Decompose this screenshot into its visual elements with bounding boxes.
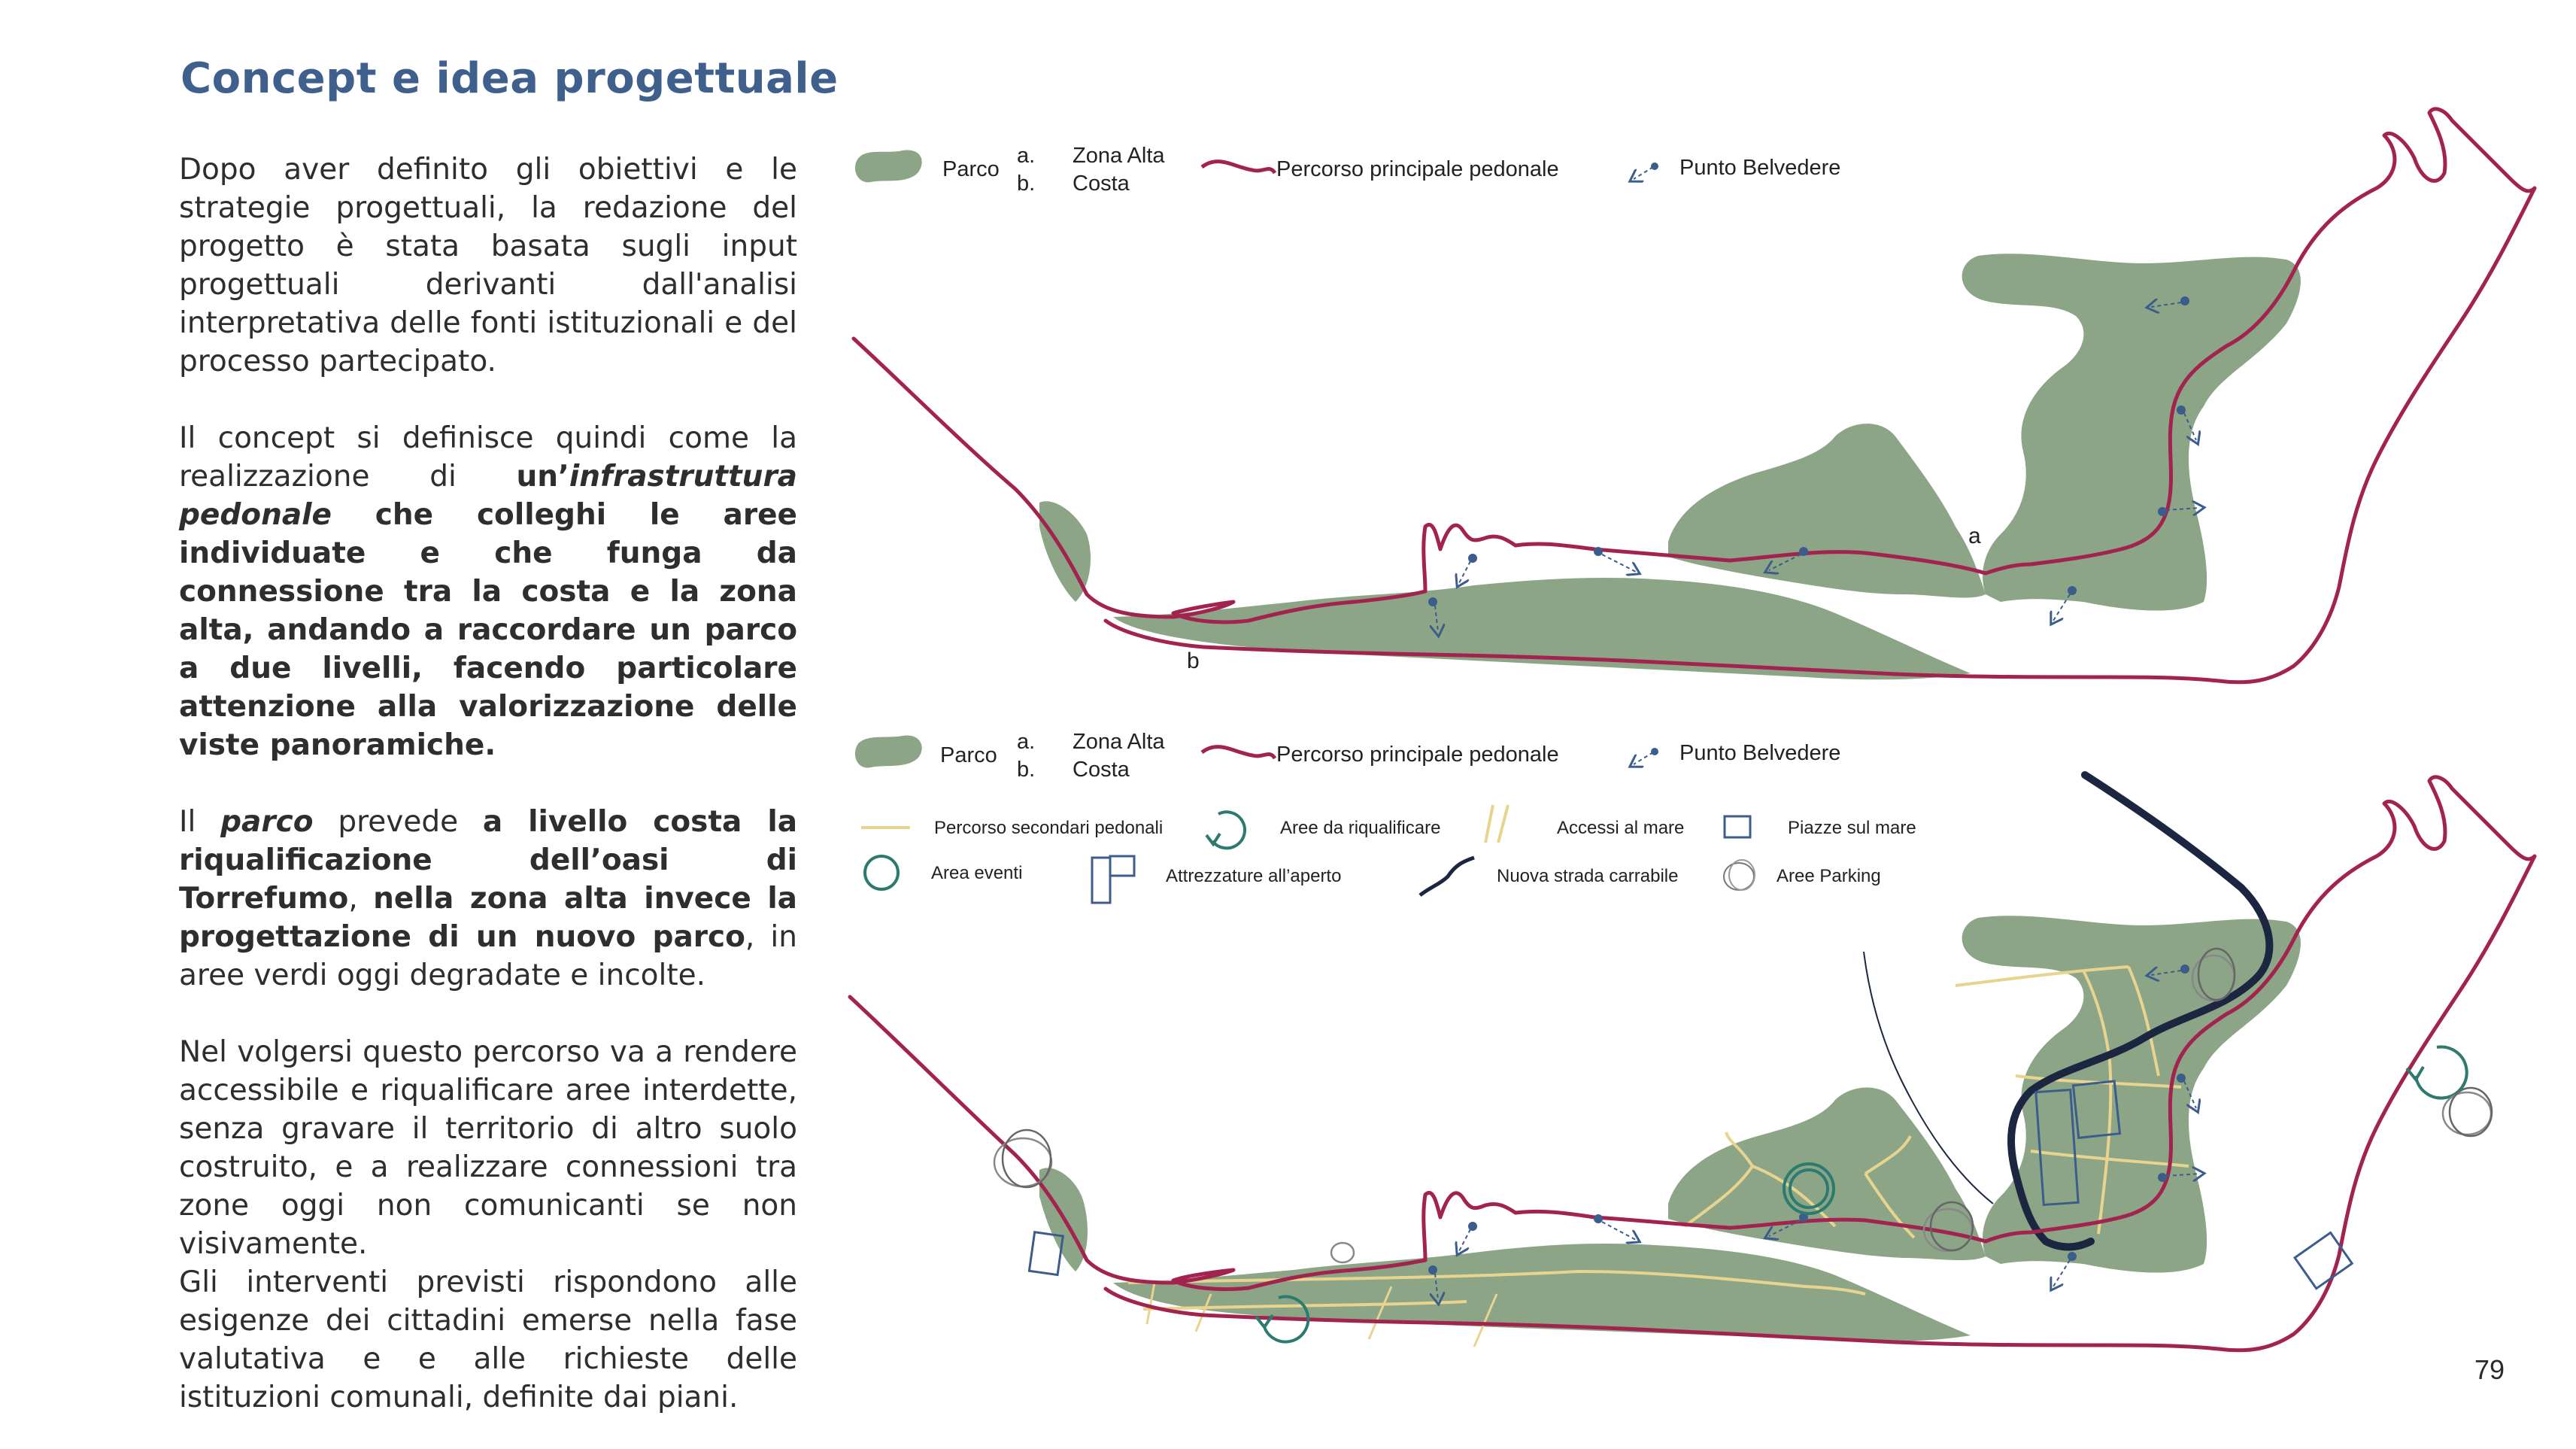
text-run-bold: un’infrastruttura pedonale che colleghi …: [179, 460, 797, 762]
legend-2: Parco a. b. Zona Alta Costa Percorso pri…: [854, 730, 1916, 904]
body-text: Dopo aver definito gli obiettivi e le st…: [179, 150, 797, 1417]
text-run: che colleghi le aree individuate e che f…: [179, 498, 797, 762]
legend-zona-alta-label: Zona Alta: [1073, 730, 1165, 754]
legend-park-swatch: [854, 150, 922, 183]
park-area-alta-east: [1962, 254, 2301, 611]
belvedere-icon: [1428, 597, 1438, 632]
belvedere-icon: [2158, 1173, 2200, 1182]
park-area-coast: [1113, 1244, 1971, 1342]
belvedere-icon: [2177, 1074, 2196, 1108]
text-run-bold-italic: infrastruttura pedonale: [179, 460, 797, 532]
belvedere-markers: [1428, 296, 2200, 632]
legend-strada-label: Nuova strada carrabile: [1497, 866, 1678, 886]
legend-path-swatch: [1200, 745, 1277, 760]
text-run-bold: a livello costa la riqualificazione dell…: [179, 805, 798, 916]
paragraph-intro: Dopo aver definito gli obiettivi e le st…: [179, 153, 797, 378]
park-area-alta: [1668, 424, 1986, 598]
main-pedestrian-path: [848, 775, 2537, 1353]
map-label-b: b: [1187, 649, 1200, 673]
parking-icon: [1723, 859, 1755, 891]
text-run: un’: [516, 460, 569, 494]
legend-piazze-label: Piazze sul mare: [1788, 818, 1916, 838]
belvedere-icon: [1634, 748, 1658, 764]
text-run: prevede: [313, 805, 483, 839]
map-1: a b: [851, 107, 2537, 685]
belvedere-markers: [1428, 964, 2200, 1300]
page-title: Concept e idea progettuale: [181, 54, 839, 103]
main-pedestrian-path: [851, 107, 2537, 685]
equipment-markers: [1027, 1080, 2354, 1290]
belvedere-icon: [1594, 1214, 1636, 1240]
belvedere-icon: [1634, 163, 1658, 179]
new-road: [2007, 771, 2274, 1251]
legend-park-swatch: [854, 735, 922, 768]
park-area-alta-east: [1962, 916, 2301, 1273]
belvedere-icon: [1428, 1265, 1438, 1300]
belvedere-icon: [2151, 296, 2189, 307]
belvedere-icon: [2151, 964, 2189, 975]
text-run: Il concept si definisce quindi come la r…: [179, 421, 797, 494]
page-number: 79: [2474, 1354, 2505, 1385]
belvedere-icon: [1594, 547, 1636, 572]
text-run: , in aree verdi oggi degradate e incolte…: [179, 920, 797, 992]
legend-b-label: b.: [1017, 172, 1035, 196]
legend-secondari-label: Percorso secondari pedonali: [934, 818, 1163, 838]
legend-percorso-label: Percorso principale pedonale: [1276, 743, 1559, 767]
legend-parco-label: Parco: [942, 157, 1000, 181]
belvedere-icon: [2177, 406, 2196, 440]
refresh-icon: [1205, 810, 1246, 850]
legend-b-label: b.: [1017, 758, 1035, 782]
text-run: Il: [179, 805, 221, 839]
sea-accesses: [1145, 1282, 1498, 1347]
belvedere-icon: [2053, 586, 2077, 621]
belvedere-icon: [2158, 507, 2200, 516]
belvedere-icon: [2053, 1252, 2077, 1286]
legend-parking-label: Aree Parking: [1776, 866, 1881, 886]
event-area-icon: [863, 855, 900, 891]
map-2: [848, 771, 2537, 1353]
text-run: ,: [348, 882, 374, 916]
legend-parco-label: Parco: [940, 743, 997, 767]
paragraph-concept: Il concept si definisce quindi come la r…: [179, 419, 797, 764]
legend-belvedere-label: Punto Belvedere: [1679, 741, 1840, 765]
map-label-a: a: [1968, 524, 1981, 548]
paragraph-parco: Il parco prevede a livello costa la riqu…: [179, 803, 797, 995]
legend-riqualificare-label: Aree da riqualificare: [1280, 818, 1440, 838]
legend-zona-alta-label: Zona Alta: [1073, 144, 1165, 168]
belvedere-icon: [1459, 554, 1477, 583]
road-icon: [1418, 855, 1475, 897]
legend-a-label: a.: [1017, 144, 1035, 168]
sea-access-icon: [1484, 804, 1509, 843]
road-trace: [1863, 951, 1994, 1204]
text-run-bold: nella zona alta invece la progettazione …: [179, 882, 798, 954]
legend-eventi-label: Area eventi: [931, 863, 1022, 883]
refresh-icon: [1255, 1045, 2468, 1344]
belvedere-icon: [1769, 1213, 1808, 1236]
legend-belvedere-label: Punto Belvedere: [1679, 156, 1840, 180]
square-icon: [1723, 815, 1752, 839]
paragraph-percorso: Nel volgersi questo percorso va a render…: [179, 1035, 797, 1261]
paragraph-interventi: Gli interventi previsti rispondono alle …: [179, 1265, 797, 1414]
legend-1: Parco a. b. Zona Alta Costa Percorso pri…: [854, 144, 1840, 196]
legend-percorso-label: Percorso principale pedonale: [1276, 157, 1559, 181]
text-run-bold-italic: parco: [220, 805, 314, 839]
legend-accessi-label: Accessi al mare: [1557, 818, 1684, 838]
legend-costa-label: Costa: [1073, 758, 1130, 782]
park-area-coast: [1113, 577, 1971, 680]
legend-path-swatch: [1200, 159, 1277, 175]
belvedere-icon: [1769, 547, 1808, 570]
parking-icon: [993, 947, 2493, 1264]
event-area-icon: [1783, 1162, 1835, 1215]
belvedere-icon: [1459, 1222, 1477, 1251]
legend-a-label: a.: [1017, 730, 1035, 754]
legend-costa-label: Costa: [1073, 172, 1130, 196]
equipment-icon: [1091, 855, 1136, 904]
legend-attrezzature-label: Attrezzature all’aperto: [1166, 866, 1341, 886]
